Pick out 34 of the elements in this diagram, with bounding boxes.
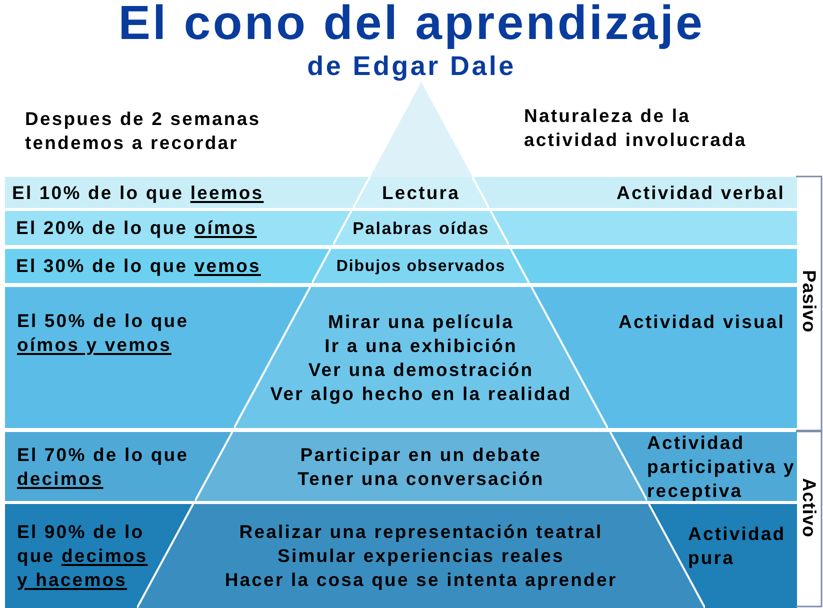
activity-type-text: Actividad participativa y receptiva bbox=[647, 431, 796, 503]
activity-text: Mirar una película bbox=[328, 310, 514, 334]
band bbox=[5, 177, 797, 208]
activity-type-text: Actividad verbal bbox=[616, 181, 785, 205]
band bbox=[5, 504, 797, 608]
band bbox=[5, 432, 797, 501]
retention-text: El 10% de lo que leemos bbox=[12, 181, 264, 205]
band bbox=[5, 287, 797, 428]
column-heading: Naturaleza de la actividad involucrada bbox=[524, 104, 748, 152]
bracket-label: Activo bbox=[800, 478, 819, 538]
retention-text: El 50% de lo que oímos y vemos bbox=[17, 309, 190, 357]
activity-text: Lectura bbox=[382, 180, 460, 204]
subtitle: de Edgar Dale bbox=[307, 51, 516, 82]
column-heading: Despues de 2 semanas tendemos a recordar bbox=[25, 107, 262, 155]
activity-text: Simular experiencias reales bbox=[278, 544, 564, 568]
activity-text: Ver una demostración bbox=[308, 358, 534, 382]
activity-text: Dibujos observados bbox=[336, 256, 506, 276]
activity-text: Tener una conversación bbox=[298, 466, 544, 490]
retention-text: El 20% de lo que oímos bbox=[16, 216, 257, 240]
band bbox=[5, 249, 797, 283]
activity-type-text: Actividad visual bbox=[618, 310, 785, 334]
activity-text: Ir a una exhibición bbox=[324, 334, 518, 358]
activity-text: Ver algo hecho en la realidad bbox=[270, 382, 572, 406]
bracket-label: Pasivo bbox=[800, 270, 819, 333]
activity-type-text: Actividad pura bbox=[688, 522, 787, 570]
title: El cono del aprendizaje bbox=[118, 0, 705, 51]
activity-text: Participar en un debate bbox=[300, 442, 542, 466]
activity-text: Palabras oídas bbox=[352, 218, 490, 238]
band bbox=[5, 211, 797, 245]
retention-text: El 70% de lo que decimos bbox=[17, 443, 190, 491]
activity-text: Realizar una representación teatral bbox=[239, 520, 603, 544]
retention-text: El 90% de lo que decimos y hacemos bbox=[17, 520, 149, 592]
activity-text: Hacer la cosa que se intenta aprender bbox=[224, 568, 618, 592]
retention-text: El 30% de lo que vemos bbox=[16, 254, 261, 278]
